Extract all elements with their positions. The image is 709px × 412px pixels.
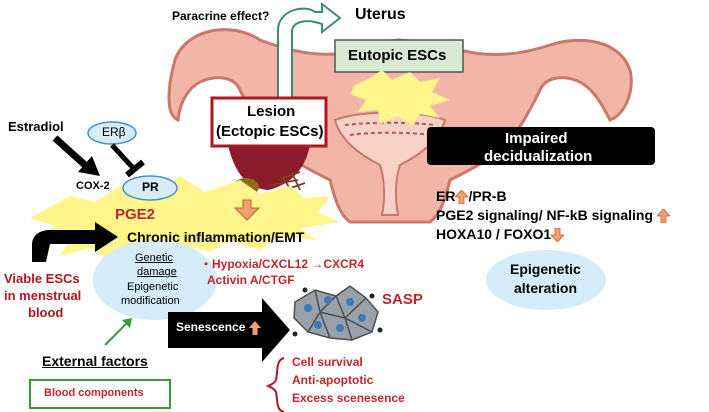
uterus-label: Uterus	[355, 6, 406, 23]
hoxa10-text: HOXA10 / FOXO1	[436, 226, 552, 242]
hypoxia-line1: ・Hypoxia/CXCL12 →CXCR4	[200, 257, 365, 271]
cell-cluster	[292, 285, 383, 341]
senescence-label: Senescence	[176, 320, 261, 335]
eutopic-box	[334, 39, 464, 73]
hoxa10-down-icon	[551, 228, 565, 243]
pr-ellipse	[122, 175, 178, 201]
lesion-fibers	[269, 171, 306, 193]
chronic-label: Chronic inflammation/EMT	[127, 229, 305, 245]
genetic-ellipse	[93, 240, 217, 320]
paracrine-label: Paracrine effect?	[172, 9, 270, 23]
pge2-label: PGE2	[115, 206, 156, 223]
erbeta-inhibit	[110, 143, 137, 172]
cox2-label: COX-2	[76, 180, 110, 192]
external-label: External factors	[42, 353, 148, 369]
erbeta-label: ERβ	[102, 125, 126, 139]
survival-line1: Cell survival	[292, 355, 363, 369]
hoxa10-row: HOXA10 / FOXO1	[436, 226, 565, 243]
estradiol-label: Estradiol	[8, 119, 64, 134]
pge2-signaling-row: PGE2 signaling/ NF-kB signaling	[436, 207, 670, 224]
epigenetic-ellipse	[486, 250, 606, 310]
er-prefix: ER	[436, 188, 456, 204]
pr-label: PR	[142, 180, 159, 194]
viable-line3: blood	[28, 305, 64, 320]
estradiol-arrow	[52, 135, 88, 168]
external-arrowhead	[122, 318, 132, 328]
lesion-label-line2: (Ectopic ESCs)	[216, 123, 324, 140]
uterine-cavity	[333, 111, 447, 216]
viable-arrow	[32, 222, 118, 262]
senescence-arrow	[168, 298, 290, 362]
er-up-icon	[455, 190, 469, 205]
epigenetic-alt-line2: alteration	[514, 280, 578, 296]
sasp-label: SASP	[382, 291, 423, 308]
survival-line3: Excess scenesence	[292, 391, 405, 405]
pge2-signaling-text: PGE2 signaling/ NF-kB signaling	[436, 207, 654, 223]
viable-line2: in menstrual	[4, 288, 82, 303]
epigenetic-alt-line1: Epigenetic	[510, 261, 581, 277]
paracrine-arrow	[277, 1, 342, 101]
erbeta-ellipse	[87, 121, 137, 145]
impaired-label-line1: Impaired	[505, 130, 568, 147]
lesion-box	[210, 96, 328, 148]
estradiol-arrowhead	[78, 156, 100, 176]
external-arrow	[104, 319, 131, 346]
erbeta-inhibit-bar	[125, 159, 145, 178]
pge2-up-icon	[656, 209, 670, 224]
er-prb-row: ER/PR-B	[436, 188, 507, 205]
genetic-line4: modification	[121, 295, 180, 307]
senescence-text: Senescence	[176, 320, 246, 335]
eutopic-label: Eutopic ESCs	[348, 47, 447, 64]
viable-line1: Viable ESCs	[4, 271, 80, 286]
genetic-line2: damage	[137, 266, 177, 278]
blood-box	[29, 379, 171, 409]
survival-bracket	[265, 357, 285, 412]
er-suffix: /PR-B	[468, 188, 507, 204]
lesion-label-line1: Lesion	[247, 103, 296, 120]
survival-line2: Anti-apoptotic	[292, 373, 374, 387]
uterus-burst	[350, 70, 450, 126]
impaired-label-line2: decidualization	[484, 148, 593, 165]
impaired-panel	[427, 127, 655, 165]
genetic-line1: Genetic	[135, 252, 173, 264]
endometrium-lines	[344, 121, 436, 136]
blood-label: Blood components	[44, 387, 144, 399]
genetic-line3: Epigenetic	[127, 281, 179, 293]
lesion-down-arrow	[233, 199, 261, 221]
senescence-up-icon	[248, 321, 261, 335]
hypoxia-line2: Activin A/CTGF	[207, 273, 295, 287]
